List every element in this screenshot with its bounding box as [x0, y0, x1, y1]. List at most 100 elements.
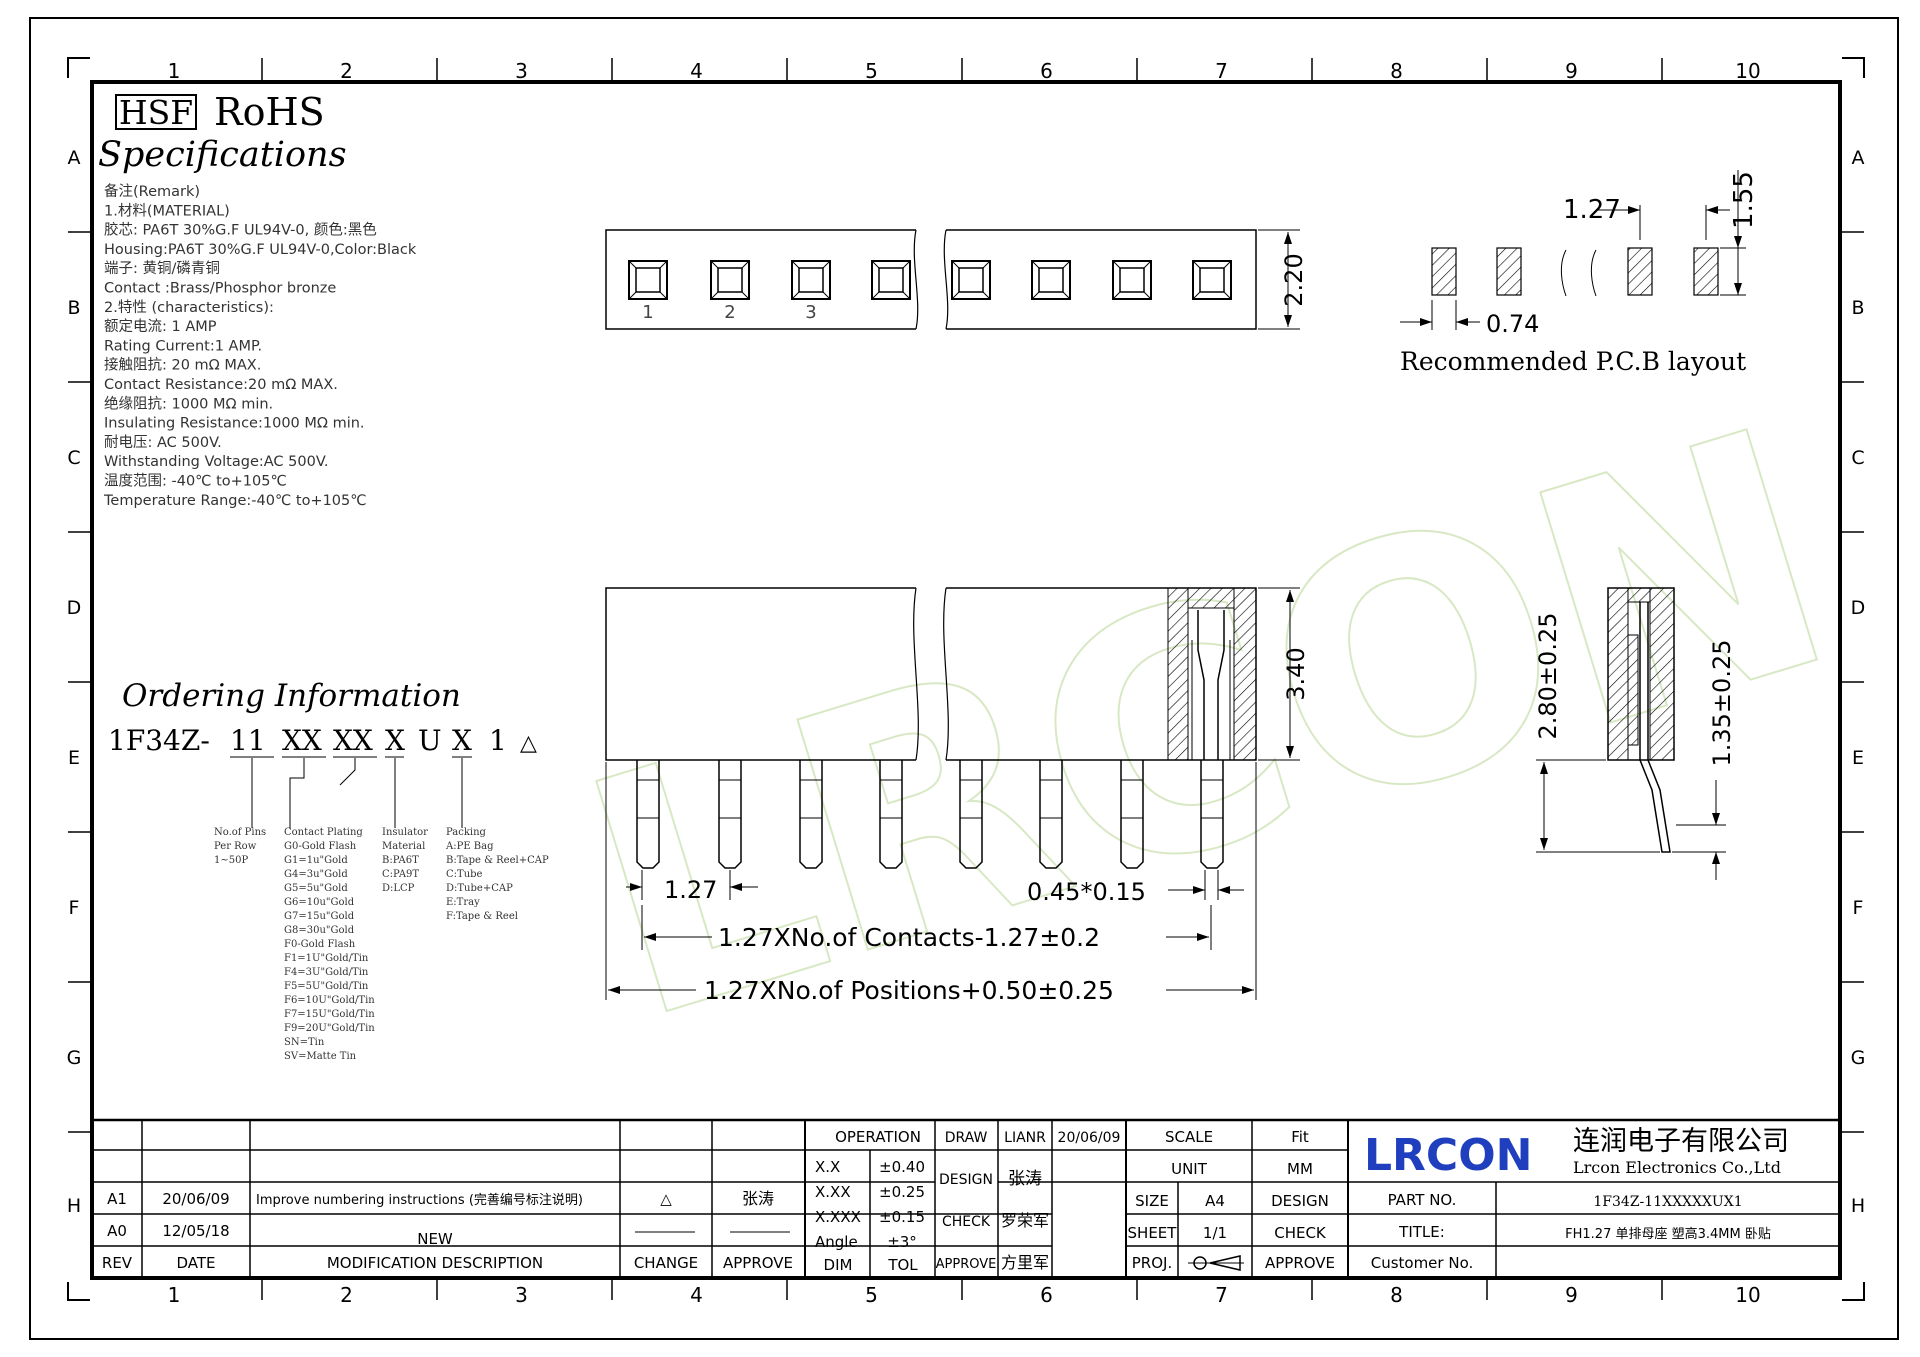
- col-label-bottom: 10: [1735, 1283, 1760, 1307]
- order-option: SV=Matte Tin: [284, 1051, 357, 1062]
- row-label-left: C: [67, 447, 80, 469]
- title-block-text: 方里军: [1001, 1253, 1049, 1272]
- title-block-text: ±3°: [887, 1233, 917, 1251]
- ordering-title: Ordering Information: [122, 678, 461, 714]
- title-block-text: 12/05/18: [162, 1222, 229, 1240]
- order-option: G1=1u"Gold: [284, 855, 348, 866]
- col-label-bottom: 3: [515, 1283, 528, 1307]
- col-label-top: 9: [1565, 59, 1578, 83]
- spec-line: 端子: 黄铜/磷青铜: [104, 260, 220, 277]
- pcb-layout: 1.27 1.55 0.74 Recommended P.C.B layout: [1400, 170, 1759, 376]
- order-option: Per Row: [214, 841, 257, 852]
- specifications-title: Specifications: [98, 135, 347, 175]
- title-block-text: DRAW: [945, 1130, 988, 1146]
- title-block-text: NEW: [417, 1230, 453, 1248]
- order-option: No.of Pins: [214, 827, 266, 838]
- order-option: B:Tape & Reel+CAP: [446, 855, 549, 866]
- order-option: E:Tray: [446, 897, 480, 908]
- title-block-text: ±0.15: [879, 1208, 925, 1226]
- top-pin-hole: [1112, 260, 1152, 300]
- rohs-label: RoHS: [214, 90, 325, 134]
- top-pin-hole: [1192, 260, 1232, 300]
- spec-line: Contact :Brass/Phosphor bronze: [104, 281, 336, 297]
- title-block-text: CHECK: [1274, 1224, 1327, 1242]
- title-block-text: APPROVE: [723, 1254, 793, 1272]
- row-label-right: A: [1852, 147, 1865, 169]
- title-block-text: X.XXX: [815, 1208, 861, 1226]
- order-code-part: U: [418, 724, 442, 757]
- title-block-text: PART NO.: [1388, 1191, 1457, 1209]
- col-label-top: 10: [1735, 59, 1760, 83]
- title-block-text: MM: [1287, 1160, 1313, 1178]
- title-block-text: PROJ.: [1132, 1254, 1172, 1272]
- top-pin-hole: [710, 260, 750, 300]
- title-block-text: APPROVE: [936, 1257, 997, 1272]
- company-logo: LRCON: [1364, 1130, 1532, 1181]
- col-label-top: 8: [1390, 59, 1403, 83]
- title-block-text: 1F34Z-11XXXXXUX1: [1593, 1194, 1742, 1210]
- order-option: G4=3u"Gold: [284, 869, 348, 880]
- order-option: 1~50P: [214, 855, 248, 866]
- order-code-part: XX: [333, 724, 373, 757]
- order-option: F1=1U"Gold/Tin: [284, 953, 369, 964]
- side-dim-1: 2.80±0.25: [1534, 613, 1562, 740]
- title-block-text: TITLE:: [1398, 1223, 1445, 1241]
- col-label-top: 4: [690, 59, 703, 83]
- order-option: Material: [382, 841, 425, 852]
- title-block-text: APPROVE: [1265, 1254, 1335, 1272]
- title-block-text: DESIGN: [1271, 1192, 1329, 1210]
- top-pin-hole: [628, 260, 668, 300]
- title-block-text: Angle: [815, 1233, 858, 1251]
- order-option: F9=20U"Gold/Tin: [284, 1023, 375, 1034]
- order-rev-mark: △: [520, 731, 537, 756]
- spec-line: Rating Current:1 AMP.: [104, 338, 262, 354]
- pcb-width-dim: 0.74: [1486, 310, 1539, 338]
- front-pin-dim: 0.45*0.15: [1027, 878, 1146, 906]
- title-block-text: 1/1: [1203, 1224, 1227, 1242]
- col-label-bottom: 7: [1215, 1283, 1228, 1307]
- col-label-bottom: 8: [1390, 1283, 1403, 1307]
- title-block-text: ±0.25: [879, 1183, 925, 1201]
- title-block-text: Fit: [1291, 1128, 1309, 1146]
- row-label-left: B: [67, 297, 80, 319]
- pcb-pitch-dim: 1.27: [1563, 195, 1621, 225]
- title-block-text: CHANGE: [634, 1254, 698, 1272]
- col-label-top: 2: [340, 59, 353, 83]
- pcb-caption: Recommended P.C.B layout: [1400, 347, 1746, 376]
- row-label-left: G: [67, 1047, 82, 1069]
- col-label-bottom: 1: [168, 1283, 181, 1307]
- order-option: Contact Plating: [284, 827, 363, 838]
- title-block-text: ±0.40: [879, 1158, 925, 1176]
- top-pin-hole: [1031, 260, 1071, 300]
- title-block-text: △: [660, 1190, 672, 1208]
- spec-line: 1.材料(MATERIAL): [104, 202, 230, 219]
- col-label-bottom: 4: [690, 1283, 703, 1307]
- title-block-text: X.XX: [815, 1183, 851, 1201]
- order-option: G7=15u"Gold: [284, 911, 355, 922]
- front-view: 3.40 1.27 0.45*0.15 1.27XNo.of Contacts-…: [605, 587, 1310, 1005]
- spec-line: Temperature Range:-40℃ to+105℃: [103, 493, 367, 509]
- title-block-text: 连润电子有限公司: [1573, 1126, 1789, 1157]
- title-block-text: FH1.27 单排母座 塑高3.4MM 卧贴: [1565, 1226, 1771, 1242]
- title-block-text: A0: [107, 1222, 127, 1240]
- order-option: B:PA6T: [382, 855, 419, 866]
- order-option: Packing: [446, 827, 487, 838]
- front-contacts-dim: 1.27XNo.of Contacts-1.27±0.2: [718, 923, 1100, 952]
- spec-line: 接触阻抗: 20 mΩ MAX.: [104, 357, 261, 374]
- spec-line: 2.特性 (characteristics):: [104, 299, 274, 316]
- top-pin-hole: [791, 260, 831, 300]
- order-code-part: X: [452, 724, 472, 757]
- title-block-text: OPERATION: [835, 1128, 921, 1146]
- title-block-text: Improve numbering instructions (完善编号标注说明…: [256, 1192, 583, 1208]
- row-label-left: F: [69, 897, 80, 919]
- row-label-right: B: [1851, 297, 1864, 319]
- row-label-right: E: [1852, 747, 1864, 769]
- title-block-text: DIM: [824, 1256, 853, 1274]
- side-dim-2: 1.35±0.25: [1708, 640, 1736, 767]
- order-code-part: 11: [230, 724, 266, 757]
- specs-list: 备注(Remark)1.材料(MATERIAL)胶芯: PA6T 30%G.F …: [103, 183, 417, 509]
- order-code-part: 1F34Z-: [108, 724, 210, 757]
